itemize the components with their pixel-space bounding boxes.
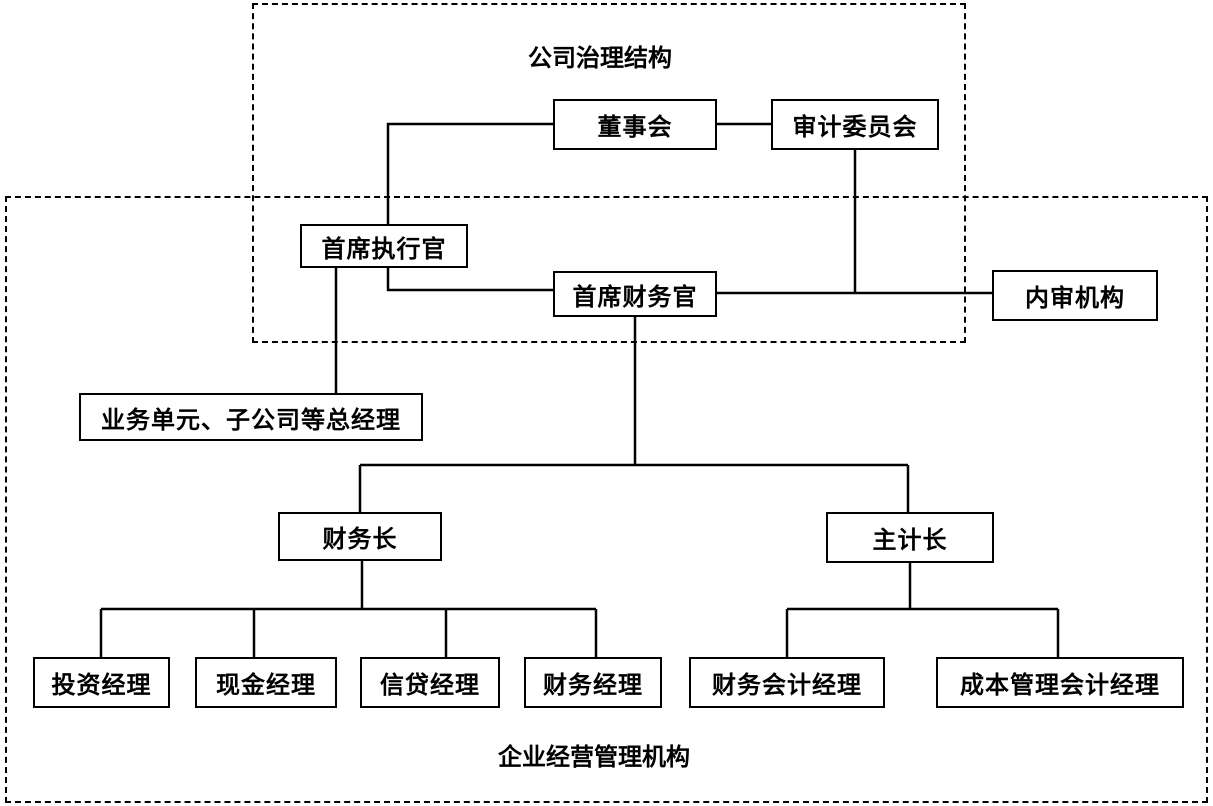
ceo-cfo-link [386,268,553,292]
governance-region-label: 公司治理结构 [528,44,672,72]
finance-manager-node: 财务经理 [524,657,662,708]
board-node: 董事会 [553,99,717,150]
internal-audit-node: 内审机构 [992,270,1158,321]
unit-managers-node: 业务单元、子公司等总经理 [79,393,423,441]
audit-committee-node: 审计委员会 [771,99,939,150]
cost-management-accounting-manager-node: 成本管理会计经理 [936,657,1184,708]
investment-manager-node: 投资经理 [33,657,170,708]
controller-node: 主计长 [826,512,994,563]
board-ceo-link [386,122,553,224]
management-region [5,196,1208,803]
management-region-label: 企业经营管理机构 [498,743,690,771]
ceo-node: 首席执行官 [300,224,468,268]
treasurer-node: 财务长 [278,512,442,561]
cash-manager-node: 现金经理 [195,657,337,708]
financial-accounting-manager-node: 财务会计经理 [689,657,885,708]
credit-manager-node: 信贷经理 [360,657,500,708]
governance-region [252,3,966,343]
cfo-node: 首席财务官 [553,271,717,317]
